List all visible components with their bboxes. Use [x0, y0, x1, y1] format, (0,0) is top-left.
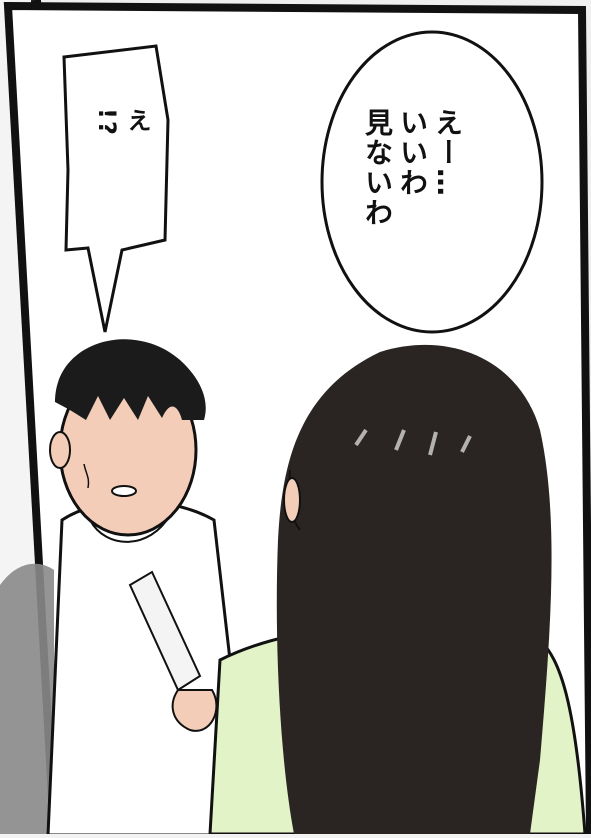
man-hair [55, 339, 206, 420]
speech-right-line-2: いいわ [396, 108, 429, 198]
man-character [46, 339, 252, 837]
speech-text-left: え !? [92, 108, 152, 228]
speech-bubble-left [62, 44, 170, 333]
speech-right-line-1: えー… [431, 108, 464, 198]
speech-right-line-3: 見ないわ [361, 108, 394, 228]
speech-bubble-right [320, 30, 544, 334]
man-ear [49, 431, 71, 469]
woman-character [208, 344, 587, 836]
man-hand [171, 689, 218, 732]
man-mouth [111, 485, 137, 497]
background-figure [0, 563, 54, 834]
woman-ear [283, 477, 301, 523]
hair-highlight [354, 428, 472, 456]
speech-text-right: えー… いいわ 見ないわ [360, 108, 465, 278]
man-sweat [83, 463, 90, 489]
speech-left-line-1: え [123, 108, 151, 134]
woman-hair [276, 344, 552, 834]
speech-left-line-2: !? [93, 108, 121, 137]
rolled-paper [128, 570, 202, 692]
